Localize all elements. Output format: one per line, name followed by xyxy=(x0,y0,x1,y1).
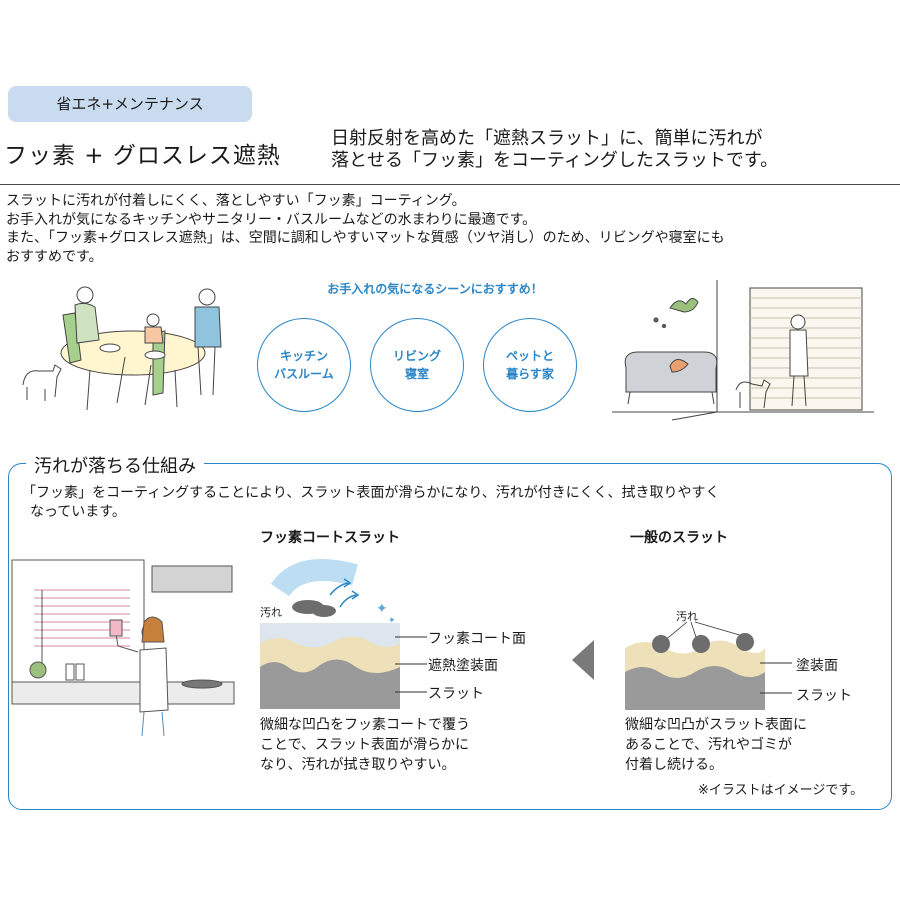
intro-text: スラットに汚れが付着しにくく、落としやすい「フッ素」コーティング。 お手入れが気… xyxy=(6,192,725,266)
heat-shield-paint-label: 遮熱塗装面 xyxy=(428,658,498,674)
general-leader-lines xyxy=(760,662,792,694)
general-dirt-label: 汚れ xyxy=(676,610,698,623)
mechanism-desc-line: 「フッ素」をコーティングすることにより、スラット表面が滑らかになり、汚れが付きに… xyxy=(22,485,720,501)
fluoro-coat-label: フッ素コート面 xyxy=(428,631,526,647)
living-scene-illustration xyxy=(612,280,874,421)
general-slat-title: 一般のスラット xyxy=(630,530,728,546)
scene-circle-kitchen-bath: キッチン バスルーム xyxy=(257,318,351,412)
intro-line: お手入れが気になるキッチンやサニタリー・バスルームなどの水まわりに最適です。 xyxy=(6,211,537,228)
caption-line: 微細な凹凸をフッ素コートで覆う xyxy=(260,717,470,733)
svg-text:✦: ✦ xyxy=(388,616,396,626)
caption-line: 付着し続ける。 xyxy=(625,757,723,773)
fluoro-slat-diagram: ✦ ✦ xyxy=(260,559,400,709)
intro-line: また、「フッ素+グロスレス遮熱」は、空間に調和しやすいマットな質感（ツヤ消し）の… xyxy=(6,230,725,246)
mechanism-desc-line: なっています。 xyxy=(30,504,126,520)
product-name: フッ素 + グロスレス遮熱 xyxy=(4,143,281,169)
intro-line: スラットに汚れが付着しにくく、落としやすい「フッ素」コーティング。 xyxy=(6,193,466,209)
mechanism-title: 汚れが落ちる仕組み xyxy=(26,452,204,478)
illustration-note: ※イラストはイメージです。 xyxy=(698,783,864,798)
scene-line: キッチン xyxy=(279,349,328,363)
dining-scene-illustration xyxy=(22,286,222,411)
scene-line: 暮らす家 xyxy=(506,367,554,381)
mechanism-panel xyxy=(8,463,892,810)
caption-line: なり、汚れが拭き取りやすい。 xyxy=(260,757,456,773)
category-badge: 省エネ+メンテナンス xyxy=(8,86,252,122)
caption-line: ことで、スラット表面が滑らかに xyxy=(260,737,470,753)
scene-line: バスルーム xyxy=(274,367,334,381)
scene-line: ペットと xyxy=(505,349,554,363)
general-caption: 微細な凹凸がスラット表面に あることで、汚れやゴミが 付着し続ける。 xyxy=(625,715,807,775)
general-slat-label: スラット xyxy=(796,688,852,704)
fluoro-leader-lines xyxy=(395,636,427,693)
lead-line: 落とせる「フッ素」をコーティングしたスラットです。 xyxy=(331,150,779,171)
scene-circle-pet-home: ペットと 暮らす家 xyxy=(483,318,577,412)
svg-text:✦: ✦ xyxy=(376,601,388,617)
divider xyxy=(0,184,900,185)
lead-text: 日射反射を高めた「遮熱スラット」に、簡単に汚れが 落とせる「フッ素」をコーティン… xyxy=(331,128,778,172)
scene-circle-living-bedroom: リビング 寝室 xyxy=(370,318,464,412)
scene-line: 寝室 xyxy=(404,367,429,381)
scene-line: リビング xyxy=(392,349,441,363)
kitchen-wiping-illustration xyxy=(11,559,235,737)
lead-line: 日射反射を高めた「遮熱スラット」に、簡単に汚れが xyxy=(331,128,763,149)
scene-recommend-title: お手入れの気になるシーンにおすすめ！ xyxy=(327,282,543,296)
fluoro-slat-title: フッ素コートスラット xyxy=(260,530,400,546)
caption-line: あることで、汚れやゴミが xyxy=(625,737,793,753)
general-slat-diagram xyxy=(625,621,765,710)
intro-line: おすすめです。 xyxy=(6,248,103,265)
compare-arrow-icon xyxy=(572,640,594,680)
fluoro-caption: 微細な凹凸をフッ素コートで覆う ことで、スラット表面が滑らかに なり、汚れが拭き… xyxy=(260,715,470,775)
slat-label: スラット xyxy=(428,686,484,702)
caption-line: 微細な凹凸がスラット表面に xyxy=(625,717,807,733)
fluoro-dirt-label: 汚れ xyxy=(260,606,282,619)
mechanism-description: 「フッ素」をコーティングすることにより、スラット表面が滑らかになり、汚れが付きに… xyxy=(22,484,719,522)
paint-surface-label: 塗装面 xyxy=(796,658,838,674)
